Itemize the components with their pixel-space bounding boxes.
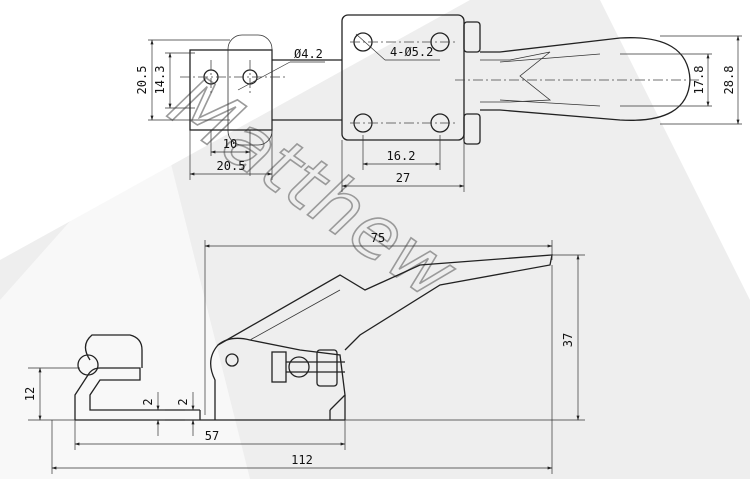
spindle-nut-right — [316, 349, 338, 387]
dim-27: 27 — [396, 171, 410, 185]
dim-112: 112 — [291, 453, 313, 467]
dim-57: 57 — [205, 429, 219, 443]
dim-17-8: 17.8 — [692, 66, 706, 95]
dim-14-3: 14.3 — [153, 66, 167, 95]
side-view: 75 37 12 2 2 57 112 — [23, 231, 585, 474]
dim-12: 12 — [23, 387, 37, 401]
dim-20-5-h: 20.5 — [217, 159, 246, 173]
dim-28-8: 28.8 — [722, 66, 736, 95]
dim-hole-4-2: Ø4.2 — [294, 47, 323, 61]
dim-16-2: 16.2 — [387, 149, 416, 163]
spindle-ball — [288, 356, 310, 378]
base-plate-outline — [341, 14, 465, 141]
dim-holes-4-5-2: 4-Ø5.2 — [390, 45, 433, 59]
stud-top — [463, 21, 481, 53]
stud-bottom — [463, 113, 481, 145]
dim-75: 75 — [371, 231, 385, 245]
spindle-nut-left — [271, 351, 287, 383]
dim-37: 37 — [561, 333, 575, 347]
dim-10: 10 — [223, 137, 237, 151]
dim-2-right: 2 — [176, 398, 190, 405]
pivot-pin — [225, 353, 239, 367]
dim-20-5-v: 20.5 — [135, 66, 149, 95]
top-view: 20.5 14.3 Ø4.2 10 20.5 4-Ø5.2 16.2 27 — [135, 14, 742, 192]
dim-2-left: 2 — [141, 398, 155, 405]
